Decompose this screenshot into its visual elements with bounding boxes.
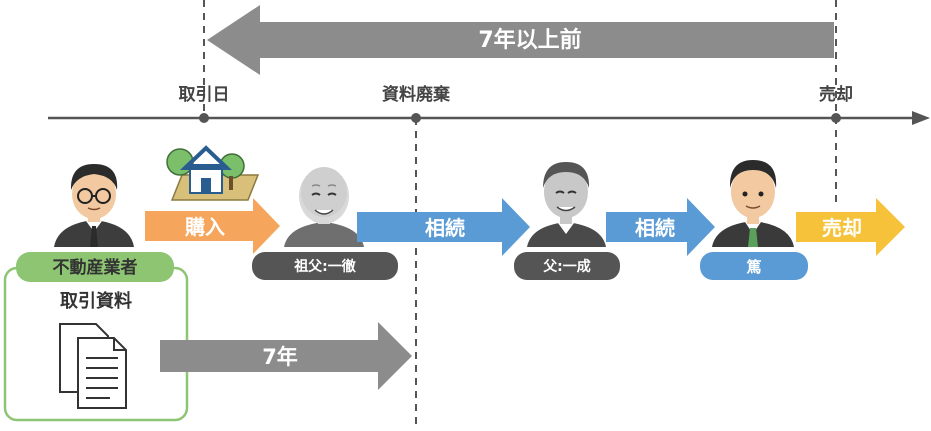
tick-label-transaction-date: 取引日 <box>179 85 230 105</box>
tick-label-sale: 売却 <box>819 84 853 105</box>
tick-label-document-disposal: 資料廃棄 <box>382 84 451 105</box>
timeline-axis <box>48 111 930 125</box>
tick-dot-sale <box>831 113 841 123</box>
grandfather-name-badge: 祖父:一徹 <box>252 252 398 280</box>
seven-years-before-arrow: 7年以上前 <box>207 5 834 75</box>
son-name-badge: 篤 <box>700 252 808 280</box>
father-name-badge: 父:一成 <box>514 252 620 280</box>
transaction-documents-box: 不動産業者 取引資料 <box>3 252 189 422</box>
purchase-arrow: 購入 <box>145 198 280 254</box>
son-name: 篤 <box>746 258 761 276</box>
inheritance-arrow-1: 相続 <box>357 198 530 256</box>
seven-years-before-label: 7年以上前 <box>478 27 581 53</box>
purchase-label: 購入 <box>185 215 225 239</box>
inheritance-label-1: 相続 <box>425 216 465 240</box>
sell-label: 売却 <box>822 216 862 240</box>
father-avatar <box>527 162 606 247</box>
grandfather-avatar <box>284 167 364 247</box>
sell-arrow: 売却 <box>796 198 905 256</box>
tick-dot-transaction-date <box>199 113 209 123</box>
retention-period-arrow: 7年 <box>160 322 412 390</box>
inheritance-label-2: 相続 <box>635 216 675 240</box>
house-icon <box>166 145 260 201</box>
document-icon <box>59 323 127 409</box>
real-estate-agent-avatar <box>54 164 134 247</box>
documents-title: 取引資料 <box>60 290 132 312</box>
tick-dot-document-disposal <box>411 113 421 123</box>
inheritance-arrow-2: 相続 <box>606 198 715 256</box>
grandfather-name: 祖父:一徹 <box>293 258 357 275</box>
son-avatar <box>712 160 794 247</box>
father-name: 父:一成 <box>542 258 591 275</box>
agent-label: 不動産業者 <box>53 257 138 278</box>
retention-period-label: 7年 <box>262 345 298 369</box>
